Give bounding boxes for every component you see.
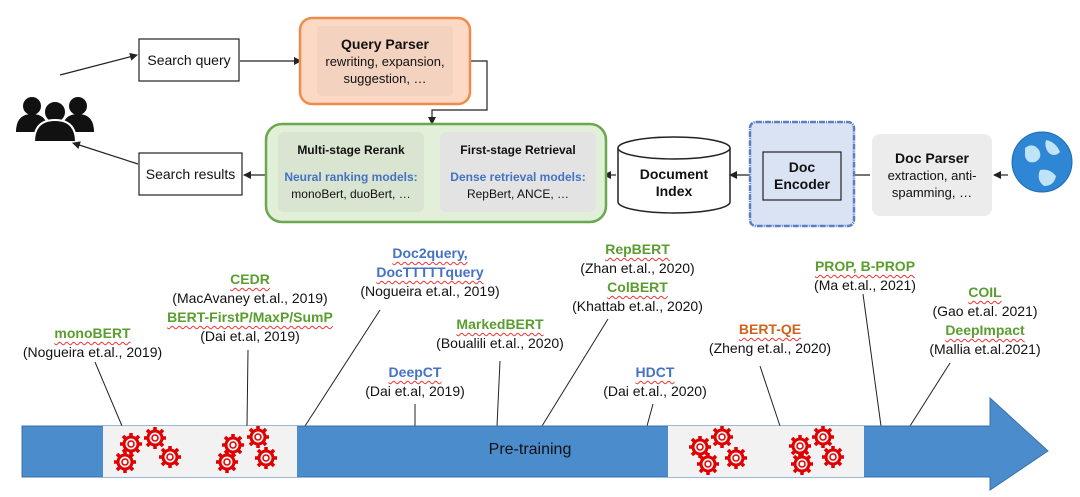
item-name-2: ColBERT — [607, 279, 668, 295]
document-index-line2: Index — [655, 183, 693, 199]
doc-parser-title: Doc Parser — [895, 149, 969, 166]
document-index: Document Index — [618, 158, 730, 208]
timeline-item-coil: COIL (Gao et.al. 2021) DeepImpact (Malli… — [910, 283, 1060, 359]
pointer-doc2query — [304, 309, 381, 427]
item-citation: (Ma et.al., 2021) — [814, 277, 916, 293]
timeline-item-bert-qe: BERT-QE (Zheng et.al., 2020) — [695, 320, 845, 358]
doc-parser-line2: spamming, … — [891, 184, 973, 200]
doc-encoder-line1: Doc — [788, 159, 816, 175]
doc-parser-box — [872, 134, 992, 216]
timeline-item-deepct: DeepCT (Dai et.al, 2019) — [345, 363, 485, 401]
doc-encoder-line2: Encoder — [773, 176, 830, 192]
rerank-inner — [278, 132, 424, 212]
rerank-models-label: Neural ranking models: — [284, 170, 418, 184]
timeline-item-doc2query: Doc2query, DocTTTTTquery (Nogueira et.al… — [340, 244, 520, 301]
search-results-box — [138, 152, 243, 196]
arrow-parser-to-rerank — [428, 60, 488, 125]
first-stage-inner — [440, 132, 596, 212]
doc-encoder: Doc Encoder — [763, 152, 841, 200]
query-parser-line2: suggestion, … — [343, 70, 427, 86]
item-citation: (Zheng et.al., 2020) — [708, 340, 832, 356]
item-citation: (Nogueira et.al., 2019) — [360, 283, 500, 299]
query-parser: Query Parser rewriting, expansion, sugge… — [317, 26, 453, 96]
item-citation: (MacAvaney et.al., 2019) — [172, 290, 328, 306]
arrow-results-to-users — [72, 141, 139, 165]
item-name: HDCT — [635, 364, 675, 380]
users-group-icon — [16, 97, 94, 143]
rerank-title: Multi-stage Rerank — [297, 143, 405, 157]
item-citation-2: (Khattab et.al., 2020) — [572, 298, 703, 314]
document-index-line1: Document — [639, 166, 709, 182]
item-name: RepBERT — [605, 241, 670, 257]
pointer-prop — [862, 293, 882, 427]
query-parser-inner — [317, 26, 453, 96]
item-name-2: BERT-FirstP/MaxP/SumP — [167, 309, 333, 325]
pointer-bert-qe — [759, 365, 781, 427]
timeline-item-repbert: RepBERT (Zhan et.al., 2020) ColBERT (Kha… — [560, 240, 715, 316]
rerank-models: monoBert, duoBert, … — [291, 187, 411, 201]
globe-icon — [1011, 131, 1073, 193]
pointer-coil — [909, 362, 951, 427]
pointer-monobert — [94, 361, 123, 427]
first-stage-retrieval: First-stage Retrieval Dense retrieval mo… — [440, 132, 596, 212]
timeline-item-hdct: HDCT (Dai et.al., 2020) — [585, 363, 725, 401]
item-name-2: DocTTTTTquery — [376, 264, 484, 280]
item-name: DeepCT — [388, 364, 442, 380]
timeline-center-label: Pre-training — [488, 441, 572, 458]
item-name-2: DeepImpact — [945, 322, 1025, 338]
doc-parser-line1: extraction, anti- — [887, 167, 977, 183]
item-name: monoBERT — [54, 325, 131, 341]
timeline-item-markedbert: MarkedBERT (Boualili et.al., 2020) — [420, 315, 580, 353]
timeline-item-prop: PROP, B-PROP (Ma et.al., 2021) — [795, 257, 935, 295]
first-stage-models: RepBert, ANCE, … — [466, 187, 570, 201]
item-citation: (Dai et.al, 2019) — [365, 383, 465, 399]
item-name: MarkedBERT — [456, 316, 544, 332]
item-citation: (Gao et.al. 2021) — [932, 303, 1038, 319]
multi-stage-rerank: Multi-stage Rerank Neural ranking models… — [278, 132, 424, 212]
pointer-repbert — [541, 318, 609, 427]
arrow-users-to-query — [59, 52, 138, 76]
pointer-cedr — [246, 349, 249, 427]
search-query-label: Search query — [147, 51, 231, 68]
item-citation: (Nogueira et.al., 2019) — [22, 344, 163, 360]
item-citation: (Boualili et.al., 2020) — [436, 335, 564, 351]
pointer-hdct — [646, 403, 654, 427]
item-name: CEDR — [230, 271, 270, 287]
timeline-item-monobert: monoBERT (Nogueira et.al., 2019) — [0, 324, 185, 362]
item-citation: (Zhan et.al., 2020) — [580, 260, 695, 276]
search-results-label: Search results — [145, 165, 236, 182]
first-stage-models-label: Dense retrieval models: — [450, 170, 586, 184]
search-query-box — [138, 38, 240, 82]
pointer-markedbert — [496, 360, 501, 427]
timeline-item-cedr: CEDR (MacAvaney et.al., 2019) BERT-First… — [160, 270, 340, 346]
item-name: COIL — [968, 284, 1002, 300]
document-index-cylinder — [617, 136, 731, 214]
item-citation: (Dai et.al., 2020) — [603, 383, 707, 399]
item-name: PROP, B-PROP — [814, 258, 916, 274]
item-citation-2: (Dai et.al, 2019) — [200, 328, 300, 344]
query-parser-line1: rewriting, expansion, — [325, 53, 445, 69]
doc-parser: Doc Parser extraction, anti- spamming, … — [872, 134, 992, 216]
item-name: BERT-QE — [738, 321, 802, 337]
first-stage-title: First-stage Retrieval — [460, 143, 576, 157]
query-parser-title: Query Parser — [341, 35, 429, 52]
item-citation-2: (Mallia et.al.2021) — [929, 341, 1041, 357]
doc-encoder-inner — [762, 151, 842, 201]
item-name: Doc2query, — [392, 245, 468, 261]
